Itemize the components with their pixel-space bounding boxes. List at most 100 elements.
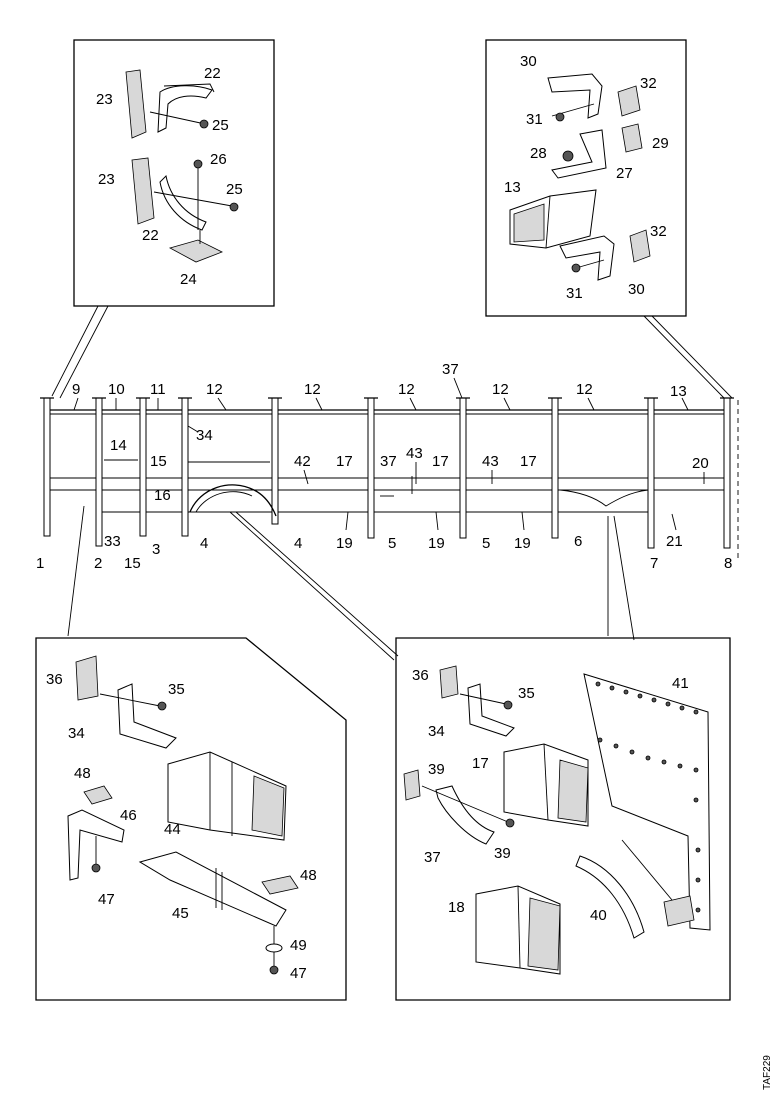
callout-4-a: 4 xyxy=(200,535,208,552)
callout-44: 44 xyxy=(164,821,181,838)
callout-22-mid: 22 xyxy=(142,227,159,244)
bracket-34-right xyxy=(467,683,515,737)
post-4-b xyxy=(271,397,279,525)
callout-15-a: 15 xyxy=(150,453,167,470)
bracket-30-bot xyxy=(559,235,615,281)
callout-41: 41 xyxy=(672,675,689,692)
callout-18: 18 xyxy=(448,899,465,916)
arch-40 xyxy=(189,484,277,517)
callout-labels: 22 23 25 26 23 25 22 24 30 32 31 29 28 2… xyxy=(36,53,732,982)
inset-leaders-bottom xyxy=(67,505,635,661)
callout-11: 11 xyxy=(150,381,166,398)
callout-17-right: 17 xyxy=(472,755,489,772)
inset-bottom-right-frame xyxy=(395,637,731,1001)
plate-29 xyxy=(621,123,643,153)
callout-46: 46 xyxy=(120,807,137,824)
callout-34-left: 34 xyxy=(68,725,85,742)
callout-40: 40 xyxy=(590,907,607,924)
callout-16: 16 xyxy=(154,487,171,504)
callout-49: 49 xyxy=(290,937,307,954)
inset-top-left-frame xyxy=(73,39,275,307)
inset-top-right xyxy=(485,39,687,317)
plate-32-top xyxy=(617,85,641,117)
washer-49 xyxy=(265,943,283,953)
plate-23-mid xyxy=(131,157,155,225)
post-7 xyxy=(647,397,655,549)
callout-7: 7 xyxy=(650,555,658,572)
plate-23-top xyxy=(125,69,147,139)
callout-17-b: 17 xyxy=(432,453,449,470)
post-8 xyxy=(723,397,731,549)
callout-31-top: 31 xyxy=(526,111,543,128)
inset-bottom-left xyxy=(35,637,347,1001)
posts xyxy=(43,397,731,549)
callout-37-right: 37 xyxy=(424,849,441,866)
rail-dip xyxy=(559,489,649,507)
callout-37-mid: 37 xyxy=(380,453,397,470)
bolt-25-top xyxy=(199,119,209,129)
callout-26: 26 xyxy=(210,151,227,168)
bolt-47-b xyxy=(269,965,279,975)
post-4-a xyxy=(181,397,189,537)
callout-12-c: 12 xyxy=(398,381,415,398)
callout-2: 2 xyxy=(94,555,102,572)
plate-48-b xyxy=(261,875,299,895)
callout-1: 1 xyxy=(36,555,44,572)
callout-27: 27 xyxy=(616,165,633,182)
callout-43-b: 43 xyxy=(482,453,499,470)
post-6 xyxy=(551,397,559,539)
callout-25-mid: 25 xyxy=(226,181,243,198)
bracket-37-right xyxy=(435,785,495,845)
inset-leaders-top xyxy=(51,305,733,399)
panel-41-holes xyxy=(595,681,701,913)
callout-5-a: 5 xyxy=(388,535,396,552)
bolt-39 xyxy=(505,818,515,828)
callout-17-a: 17 xyxy=(336,453,353,470)
callout-30-bot: 30 xyxy=(628,281,645,298)
callout-33: 33 xyxy=(104,533,121,550)
callout-36-left: 36 xyxy=(46,671,63,688)
callout-14: 14 xyxy=(110,437,127,454)
bracket-30-top xyxy=(547,73,603,119)
nut-28 xyxy=(562,150,574,162)
callout-6: 6 xyxy=(574,533,582,550)
callout-48-b: 48 xyxy=(300,867,317,884)
callout-12-a: 12 xyxy=(206,381,223,398)
callout-24: 24 xyxy=(180,271,197,288)
callout-29: 29 xyxy=(652,135,669,152)
rail-45 xyxy=(138,851,287,927)
bolt-35-left xyxy=(157,701,167,711)
callout-47-b: 47 xyxy=(290,965,307,982)
inset-bottom-left-frame xyxy=(35,637,347,1001)
callout-12-d: 12 xyxy=(492,381,509,398)
callout-39-a: 39 xyxy=(428,761,445,778)
callout-8: 8 xyxy=(724,555,732,572)
inset-top-right-frame xyxy=(485,39,687,317)
plate-24 xyxy=(168,239,223,263)
callout-23-mid: 23 xyxy=(98,171,115,188)
bracket-22-mid xyxy=(159,174,207,231)
bolt-47-a xyxy=(91,863,101,873)
callout-28: 28 xyxy=(530,145,547,162)
plate-32-bot xyxy=(629,229,651,263)
panel-41 xyxy=(583,673,711,931)
arch-40-right xyxy=(575,855,645,939)
bracket-22-top xyxy=(157,85,213,133)
callout-32-top: 32 xyxy=(640,75,657,92)
bracket-34-left xyxy=(117,683,177,749)
main-frame xyxy=(40,397,739,560)
callout-35-right: 35 xyxy=(518,685,535,702)
post-1 xyxy=(43,397,51,537)
callout-31-bot: 31 xyxy=(566,285,583,302)
callout-21: 21 xyxy=(666,533,683,550)
bracket-27 xyxy=(551,129,607,179)
callout-15-b: 15 xyxy=(124,555,141,572)
post-2 xyxy=(95,397,103,547)
callout-19-b: 19 xyxy=(428,535,445,552)
callout-9: 9 xyxy=(72,381,80,398)
callout-34-right: 34 xyxy=(428,723,445,740)
post-3 xyxy=(139,397,147,537)
callout-34-main: 34 xyxy=(196,427,213,444)
callout-22-top: 22 xyxy=(204,65,221,82)
